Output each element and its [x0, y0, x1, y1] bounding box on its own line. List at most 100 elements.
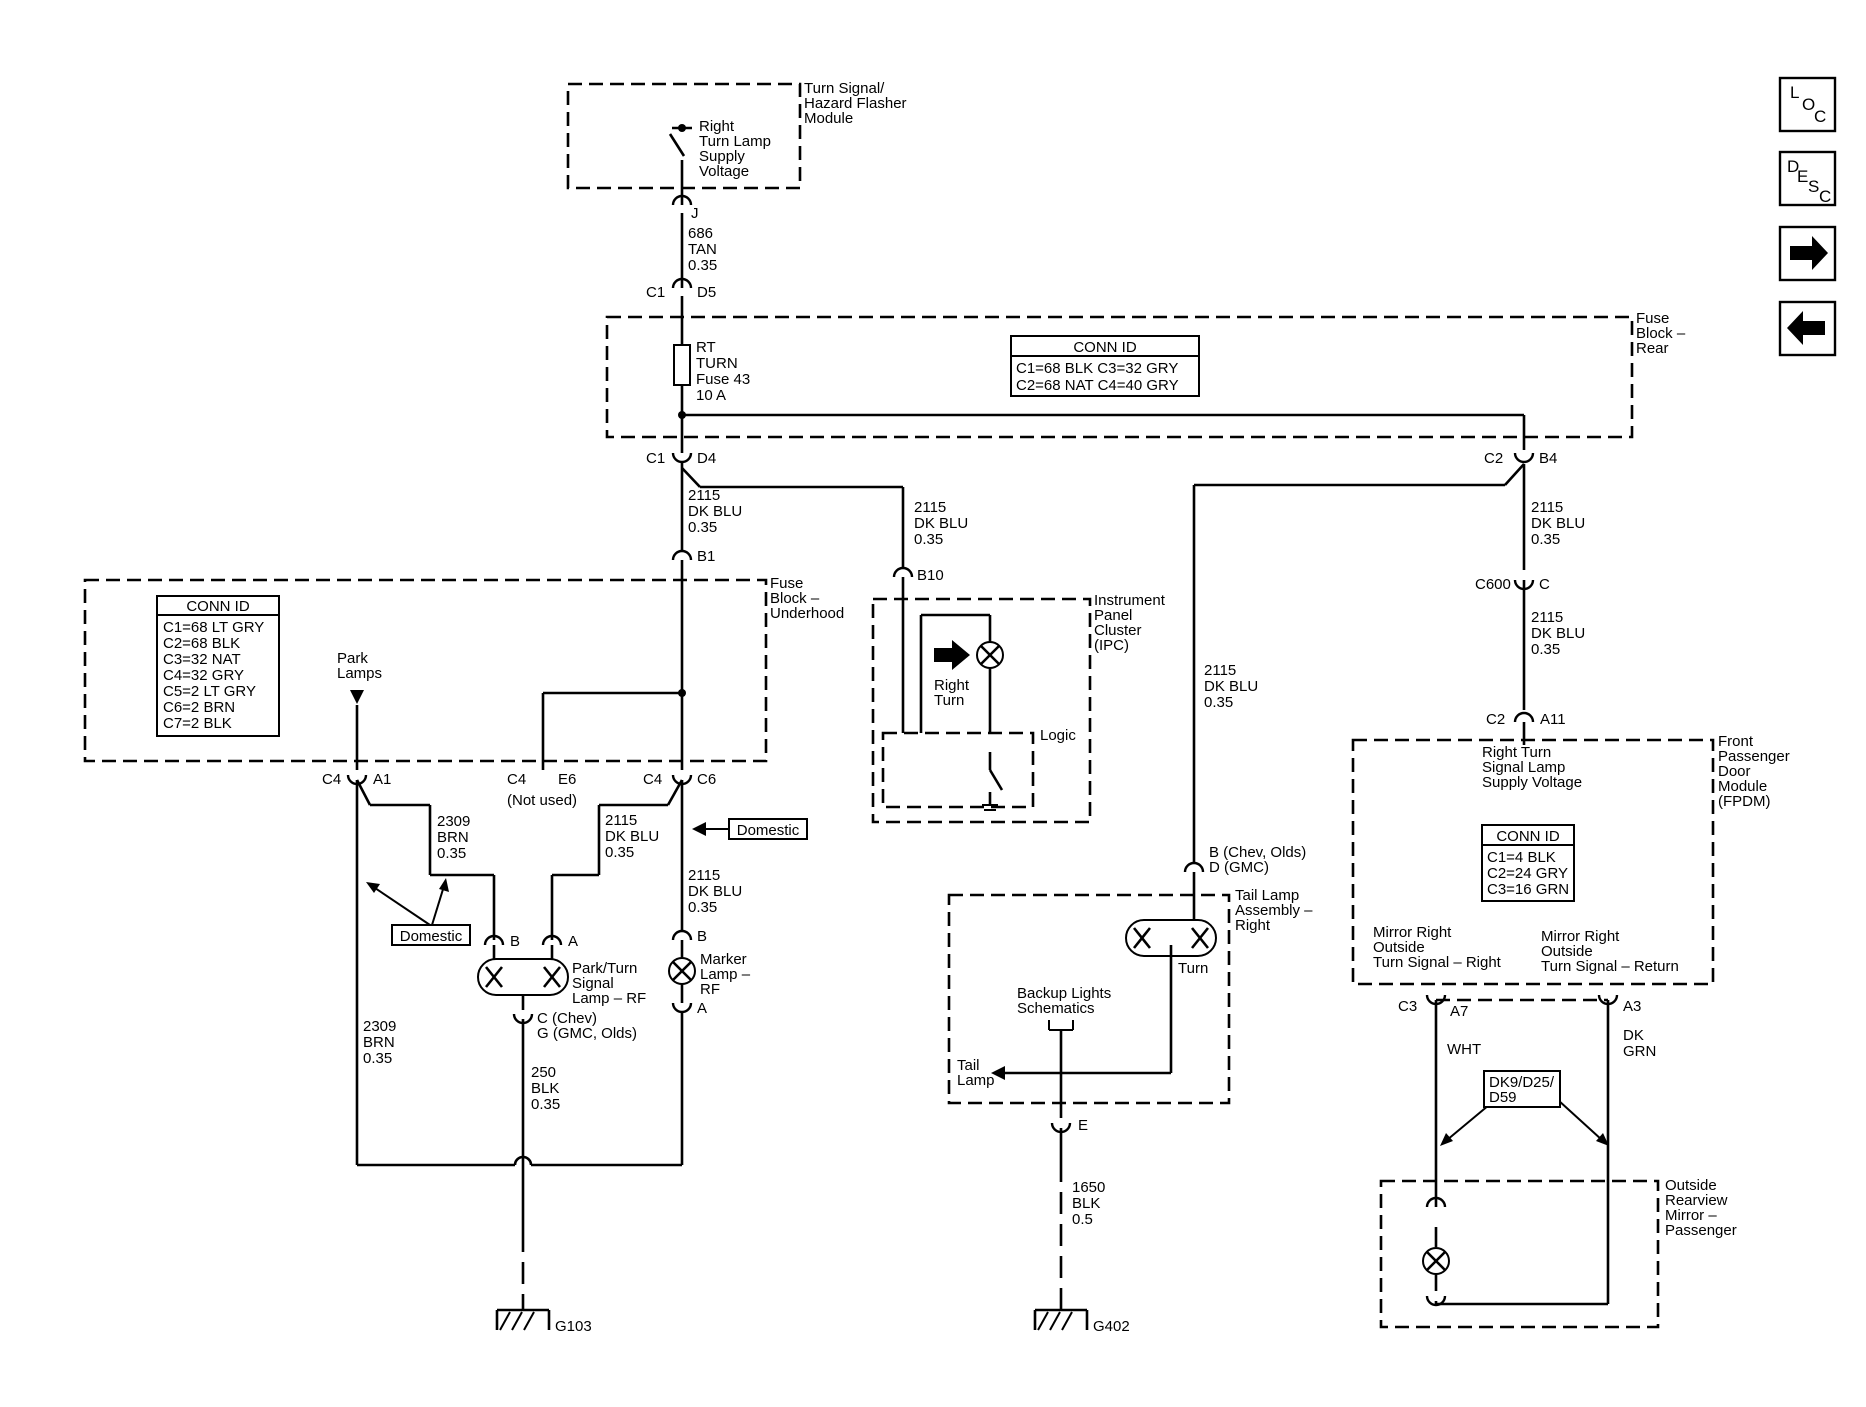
svg-text:C7=2 BLK: C7=2 BLK	[163, 715, 232, 732]
svg-text:C: C	[1814, 107, 1826, 126]
fuse-block-underhood-boundary	[83, 578, 768, 763]
svg-text:Outside: Outside	[1373, 939, 1425, 956]
svg-text:B (Chev, Olds): B (Chev, Olds)	[1209, 844, 1306, 861]
svg-text:0.35: 0.35	[688, 257, 717, 274]
tail-lamp-assembly-boundary	[947, 893, 1231, 1105]
flasher-label: Turn Signal/ Hazard Flasher Module	[804, 80, 907, 127]
connector-arcs	[346, 194, 1619, 1307]
tail-turn-lamp	[1125, 903, 1217, 957]
svg-text:O: O	[1802, 95, 1815, 114]
svg-text:C4: C4	[322, 771, 341, 788]
flasher-voltage-label: Right Turn Lamp Supply Voltage	[699, 118, 771, 180]
domestic-arrow-2	[692, 822, 729, 836]
fuse-43	[673, 344, 691, 386]
flasher-module-boundary	[566, 82, 802, 190]
svg-text:B: B	[697, 928, 707, 945]
svg-text:A11: A11	[1540, 711, 1566, 728]
svg-text:C6=2 BRN: C6=2 BRN	[163, 699, 235, 716]
svg-text:C3: C3	[1398, 998, 1417, 1015]
svg-text:2115: 2115	[605, 812, 637, 829]
svg-text:J: J	[691, 205, 699, 222]
svg-text:2115: 2115	[688, 867, 720, 884]
ground-g402-icon	[1033, 1308, 1089, 1331]
svg-text:Assembly –: Assembly –	[1235, 902, 1313, 919]
domestic-arrows	[366, 878, 449, 926]
svg-text:Right: Right	[1235, 917, 1271, 934]
previous-page-button[interactable]	[1778, 300, 1837, 357]
svg-text:Turn: Turn	[934, 692, 964, 709]
location-button[interactable]: L O C	[1778, 76, 1837, 133]
fuse-label: RT TURN Fuse 43 10 A	[696, 339, 750, 404]
svg-text:DK BLU: DK BLU	[688, 503, 742, 520]
svg-text:RT: RT	[696, 339, 716, 356]
svg-text:Supply: Supply	[699, 148, 745, 165]
svg-text:DK BLU: DK BLU	[605, 828, 659, 845]
backup-lights-label: Backup Lights Schematics	[1017, 985, 1111, 1017]
svg-text:G (GMC, Olds): G (GMC, Olds)	[537, 1025, 637, 1042]
svg-text:2115: 2115	[688, 487, 720, 504]
svg-text:Lamp: Lamp	[957, 1072, 995, 1089]
svg-text:DK BLU: DK BLU	[914, 515, 968, 532]
park-turn-lamp-rf	[477, 945, 569, 1010]
svg-text:(FPDM): (FPDM)	[1718, 793, 1771, 810]
svg-text:Backup Lights: Backup Lights	[1017, 985, 1111, 1002]
description-button[interactable]: D E S C	[1778, 150, 1837, 207]
dk9-box: DK9/D25/ D59	[1483, 1070, 1561, 1108]
svg-text:0.35: 0.35	[1531, 531, 1560, 548]
conn-id-rear: CONN ID C1=68 BLK C3=32 GRY C2=68 NAT C4…	[1010, 335, 1200, 397]
next-page-button[interactable]	[1778, 225, 1837, 282]
svg-text:2309: 2309	[363, 1018, 396, 1035]
svg-text:250: 250	[531, 1064, 556, 1081]
svg-text:BLK: BLK	[1072, 1195, 1100, 1212]
svg-text:2309: 2309	[437, 813, 470, 830]
svg-text:Schematics: Schematics	[1017, 1000, 1095, 1017]
park-lamps-label: Park Lamps	[337, 650, 382, 682]
svg-text:Right: Right	[934, 677, 970, 694]
svg-text:E: E	[1797, 167, 1808, 186]
fuse-block-underhood-label: Fuse Block – Underhood	[770, 575, 844, 622]
svg-text:Fuse: Fuse	[770, 575, 803, 592]
svg-text:C4: C4	[643, 771, 662, 788]
marker-lamp-label: Marker Lamp – RF	[700, 951, 751, 998]
svg-text:C2=24 GRY: C2=24 GRY	[1487, 865, 1568, 882]
ground-g103-label: G103	[555, 1318, 592, 1335]
mirror-return-label: Mirror Right Outside Turn Signal – Retur…	[1541, 928, 1679, 975]
svg-text:0.35: 0.35	[437, 845, 466, 862]
svg-text:Block –: Block –	[1636, 325, 1686, 342]
svg-text:Rearview: Rearview	[1665, 1192, 1728, 1209]
svg-text:Module: Module	[1718, 778, 1767, 795]
svg-text:Mirror –: Mirror –	[1665, 1207, 1717, 1224]
svg-text:BLK: BLK	[531, 1080, 559, 1097]
svg-text:2115: 2115	[914, 499, 946, 516]
connector-labels: J C1 D5 C1 D4 C2 B4 B1 B10 C600 C C2 A11…	[322, 205, 1641, 1134]
svg-text:0.5: 0.5	[1072, 1211, 1093, 1228]
svg-text:C2: C2	[1484, 450, 1503, 467]
svg-text:Passenger: Passenger	[1665, 1222, 1737, 1239]
outside-mirror-label: Outside Rearview Mirror – Passenger	[1665, 1177, 1737, 1239]
svg-text:Park: Park	[337, 650, 368, 667]
tail-lamp-output-label: Tail Lamp	[957, 1057, 995, 1089]
svg-text:C4: C4	[507, 771, 526, 788]
svg-text:Domestic: Domestic	[400, 928, 463, 945]
svg-text:C1: C1	[646, 284, 665, 301]
svg-text:E: E	[1078, 1117, 1088, 1134]
svg-text:D (GMC): D (GMC)	[1209, 859, 1269, 876]
svg-text:Domestic: Domestic	[737, 822, 800, 839]
svg-text:Turn Signal – Return: Turn Signal – Return	[1541, 958, 1679, 975]
svg-text:DK BLU: DK BLU	[688, 883, 742, 900]
svg-text:Fuse 43: Fuse 43	[696, 371, 750, 388]
svg-text:2115: 2115	[1204, 662, 1236, 679]
svg-text:Rear: Rear	[1636, 340, 1669, 357]
svg-text:Module: Module	[804, 110, 853, 127]
svg-text:TURN: TURN	[696, 355, 738, 372]
svg-text:Mirror Right: Mirror Right	[1541, 928, 1620, 945]
svg-text:0.35: 0.35	[688, 519, 717, 536]
svg-text:C: C	[1819, 187, 1831, 206]
svg-text:C4=32 GRY: C4=32 GRY	[163, 667, 244, 684]
svg-text:Cluster: Cluster	[1094, 622, 1142, 639]
svg-text:2115: 2115	[1531, 499, 1563, 516]
svg-text:Turn Lamp: Turn Lamp	[699, 133, 771, 150]
ground-g402-label: G402	[1093, 1318, 1130, 1335]
svg-text:E6: E6	[558, 771, 576, 788]
